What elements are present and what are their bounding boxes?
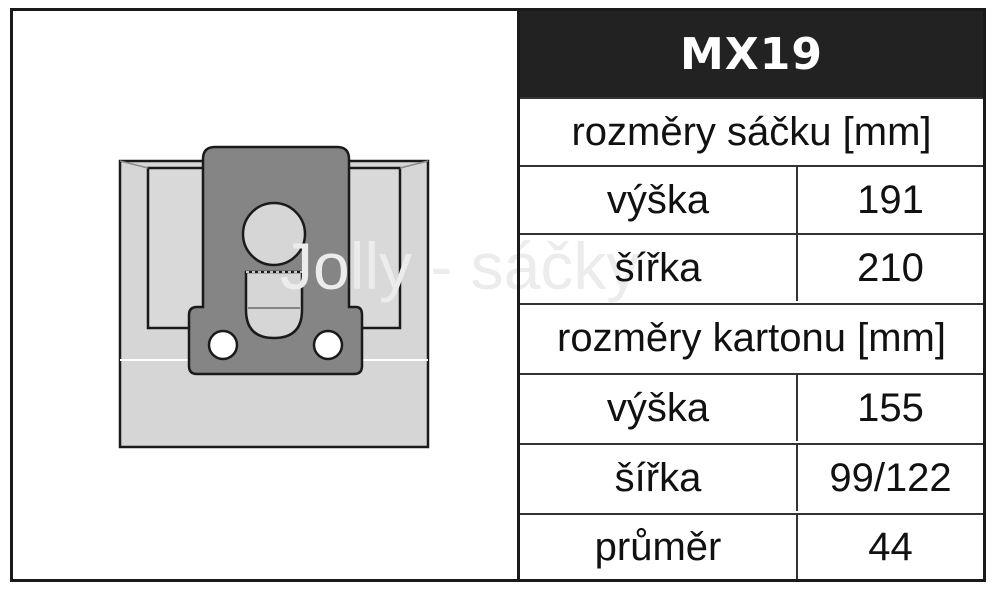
vacuum-bag-drawing (118, 145, 430, 449)
bag-illustration-panel (10, 8, 519, 582)
carton-height-row: výška 155 (520, 373, 983, 441)
spec-value: 99/122 (829, 455, 952, 500)
spec-label: šířka (520, 445, 798, 511)
spec-value: 155 (857, 385, 924, 430)
spec-label: průměr (520, 515, 798, 579)
spec-value: 191 (857, 177, 924, 222)
collar-hole (241, 201, 307, 267)
bag-height-row: výška 191 (520, 165, 983, 233)
carton-diameter-row: průměr 44 (520, 513, 983, 579)
spec-label: šířka (520, 235, 798, 301)
carton-width-row: šířka 99/122 (520, 443, 983, 511)
carton-dimensions-heading: rozměry kartonu [mm] (520, 303, 983, 371)
bag-dimensions-heading: rozměry sáčku [mm] (520, 97, 983, 165)
bag-width-row: šířka 210 (520, 233, 983, 301)
spec-value: 44 (868, 524, 913, 569)
model-title: MX19 (520, 11, 983, 97)
spec-label: výška (520, 375, 798, 441)
product-card (10, 8, 986, 582)
panel-divider (517, 8, 520, 582)
spec-label: výška (520, 167, 798, 233)
left-mount-hole (207, 329, 239, 361)
spec-value: 210 (857, 245, 924, 290)
spec-table: MX19 rozměry sáčku [mm] výška 191 šířka … (520, 11, 983, 579)
seal-flap (244, 270, 304, 340)
right-mount-hole (312, 329, 344, 361)
